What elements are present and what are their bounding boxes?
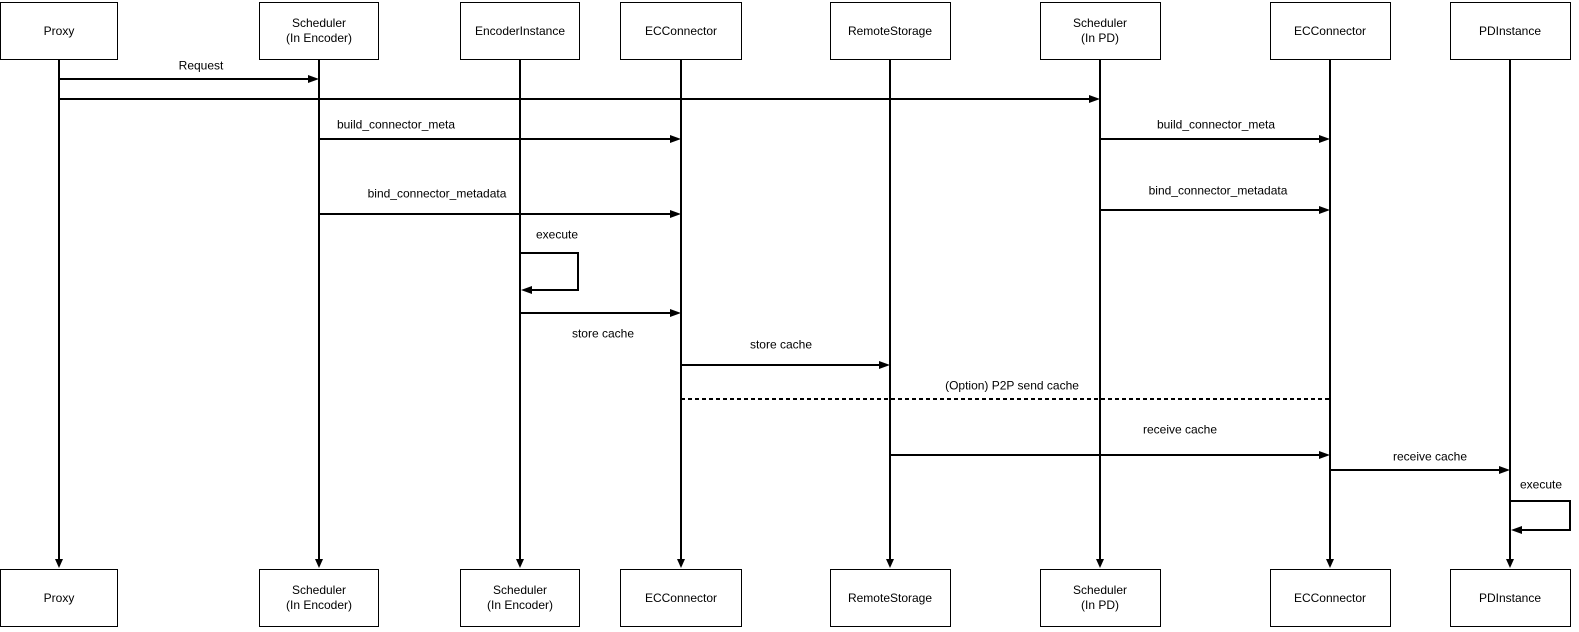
message-label: build_connector_meta [334, 117, 458, 132]
lifeline-ec-connector-encoder [680, 60, 682, 560]
self-message-line [1510, 500, 1570, 502]
lifeline-scheduler-encoder [318, 60, 320, 560]
actor-bottom-ec-connector-encoder: ECConnector [620, 569, 742, 627]
lifeline-arrowhead-icon [315, 559, 323, 568]
lifeline-arrowhead-icon [1506, 559, 1514, 568]
actor-bottom-proxy: Proxy [0, 569, 118, 627]
message-line [681, 398, 1330, 400]
self-message-line [1520, 529, 1570, 531]
actor-bottom-ec-connector-pd: ECConnector [1269, 569, 1391, 627]
actor-top-pd-instance: PDInstance [1449, 2, 1571, 60]
actor-top-encoder-instance: EncoderInstance [460, 2, 580, 60]
message-label: store cache [569, 326, 637, 341]
message-line [319, 213, 671, 215]
lifeline-arrowhead-icon [886, 559, 894, 568]
arrowhead-icon [308, 75, 319, 83]
self-message-line [1569, 500, 1571, 531]
message-line [1330, 469, 1500, 471]
lifeline-arrowhead-icon [516, 559, 524, 568]
message-line [59, 98, 1090, 100]
arrowhead-icon [521, 286, 532, 294]
actor-top-ec-connector-encoder: ECConnector [620, 2, 742, 60]
message-line [890, 454, 1320, 456]
self-message-line [530, 289, 578, 291]
arrowhead-icon [1319, 135, 1330, 143]
message-label: receive cache [1140, 422, 1220, 437]
actor-top-proxy: Proxy [0, 2, 118, 60]
message-line [59, 78, 309, 80]
lifeline-encoder-instance [519, 60, 521, 560]
actor-top-remote-storage: RemoteStorage [829, 2, 951, 60]
message-label: bind_connector_metadata [365, 186, 509, 201]
arrowhead-icon [879, 361, 890, 369]
arrowhead-icon [1319, 206, 1330, 214]
lifeline-proxy [58, 60, 60, 560]
arrowhead-icon [1511, 526, 1522, 534]
actor-top-scheduler-pd: Scheduler (In PD) [1039, 2, 1161, 60]
actor-bottom-scheduler-pd: Scheduler (In PD) [1039, 569, 1161, 627]
actor-bottom-remote-storage: RemoteStorage [829, 569, 951, 627]
message-line [1100, 138, 1320, 140]
message-line [681, 364, 880, 366]
arrowhead-icon [670, 309, 681, 317]
lifeline-pd-instance [1509, 60, 1511, 560]
lifeline-ec-connector-pd [1329, 60, 1331, 560]
actor-top-scheduler-encoder: Scheduler (In Encoder) [259, 2, 379, 60]
message-line [319, 138, 671, 140]
actor-bottom-scheduler-encoder: Scheduler (In Encoder) [259, 569, 379, 627]
message-label: build_connector_meta [1154, 117, 1278, 132]
message-label: (Option) P2P send cache [943, 378, 1081, 393]
arrowhead-icon [1089, 95, 1100, 103]
message-line [1100, 209, 1320, 211]
lifeline-remote-storage [889, 60, 891, 560]
self-message-label: execute [1517, 477, 1565, 492]
message-label: Request [176, 58, 226, 73]
arrowhead-icon [670, 135, 681, 143]
self-message-line [577, 252, 579, 291]
actor-bottom-encoder-instance: Scheduler (In Encoder) [460, 569, 580, 627]
self-message-line [520, 252, 578, 254]
lifeline-arrowhead-icon [55, 559, 63, 568]
message-label: bind_connector_metadata [1146, 183, 1290, 198]
arrowhead-icon [1499, 466, 1510, 474]
lifeline-arrowhead-icon [677, 559, 685, 568]
message-label: receive cache [1390, 449, 1470, 464]
lifeline-scheduler-pd [1099, 60, 1101, 560]
arrowhead-icon [1319, 451, 1330, 459]
actor-top-ec-connector-pd: ECConnector [1269, 2, 1391, 60]
self-message-label: execute [533, 227, 581, 242]
lifeline-arrowhead-icon [1326, 559, 1334, 568]
actor-bottom-pd-instance: PDInstance [1449, 569, 1571, 627]
lifeline-arrowhead-icon [1096, 559, 1104, 568]
message-line [520, 312, 671, 314]
message-label: store cache [747, 337, 815, 352]
arrowhead-icon [670, 210, 681, 218]
